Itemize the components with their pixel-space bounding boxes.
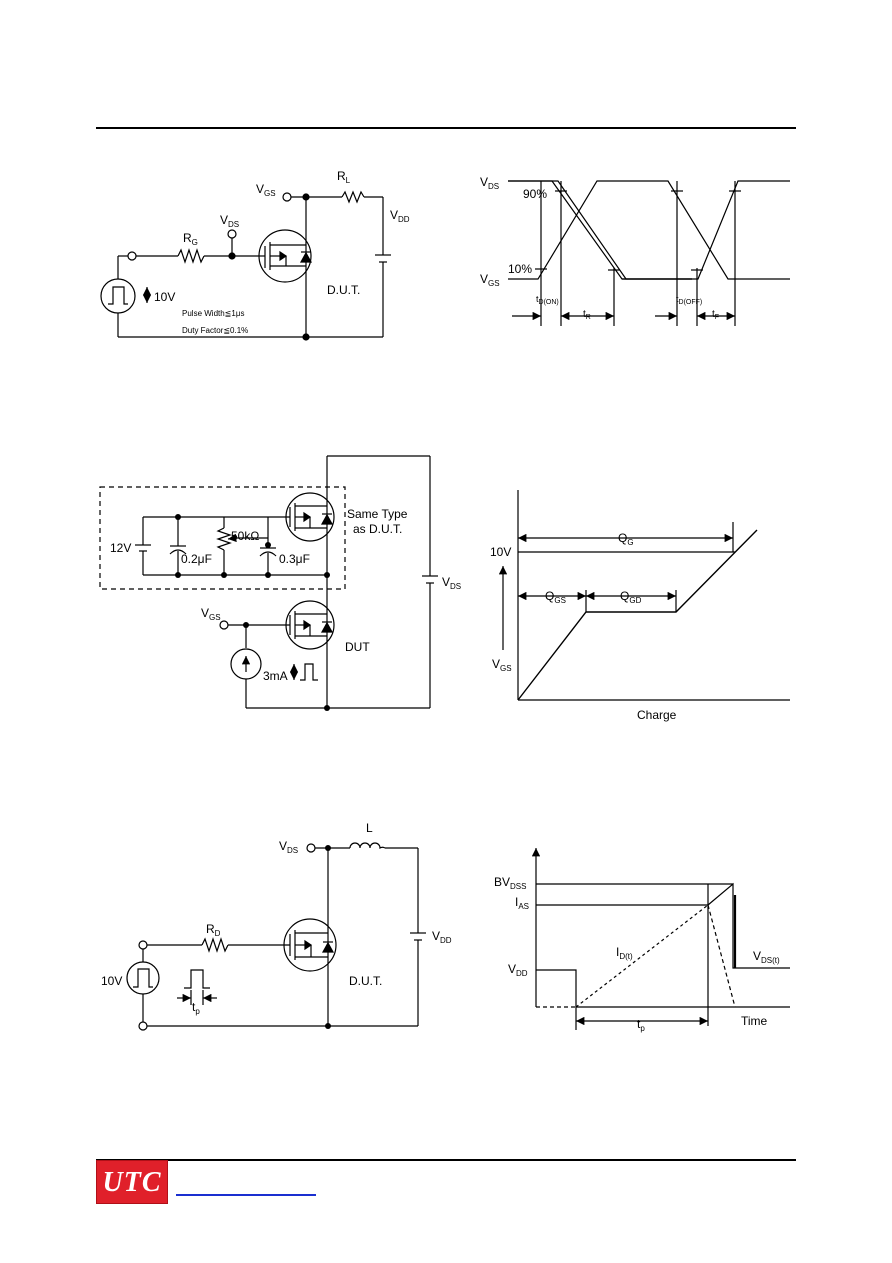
fig6-ias-label: IAS <box>515 895 529 911</box>
gate-charge-waveform-labels: 10V QG QGS QGD VGS Charge <box>490 531 677 722</box>
fig4-qg-label: QG <box>618 531 634 547</box>
uis-waveforms <box>531 848 790 1030</box>
utc-logo: UTC <box>96 1160 168 1204</box>
switching-waveform-labels: VDS 90% 10% VGS tD(ON) tR tD(OFF) tF <box>480 175 719 321</box>
uis-circuit-labels: L VDS RD VDD 10V D.U.T. tp <box>101 821 452 1016</box>
uis-waveform-labels: BVDSS IAS ID(t) VDD VDS(t) tp Time <box>494 875 780 1033</box>
fig1-rl-label: RL <box>337 169 351 185</box>
fig2-vgs-label: VGS <box>480 272 500 288</box>
fig3-3ma-label: 3mA <box>263 669 288 683</box>
fig6-time-label: Time <box>741 1014 768 1028</box>
fig1-vds-label: VDS <box>220 213 239 229</box>
fig3-dut-label: DUT <box>345 640 370 654</box>
fig3-0-3uf-label: 0.3μF <box>279 552 310 566</box>
fig2-10-percent: 10% <box>508 262 532 276</box>
fig6-bvdss-label: BVDSS <box>494 875 526 891</box>
fig6-vdd-label: VDD <box>508 962 528 978</box>
fig6-tp-label: tp <box>637 1017 645 1033</box>
fig3-vgs-label: VGS <box>201 606 221 622</box>
fig5-dut-label: D.U.T. <box>349 974 382 988</box>
fig6-id-label: ID(t) <box>616 945 633 961</box>
fig2-90-percent: 90% <box>523 187 547 201</box>
fig2-td-on-label: tD(ON) <box>536 294 559 306</box>
fig2-tf-label: tF <box>712 309 719 321</box>
fig5-rd-label: RD <box>206 922 221 938</box>
fig3-0-2uf-label: 0.2μF <box>181 552 212 566</box>
fig4-vgs-label: VGS <box>492 657 512 673</box>
fig3-vds-label: VDS <box>442 575 461 591</box>
fig1-vdd-label: VDD <box>390 208 410 224</box>
fig1-rg-label: RG <box>183 231 198 247</box>
switching-test-labels: VGS RL VDS RG VDD 10V D.U.T. Pulse Width… <box>154 169 410 335</box>
fig1-pulse-amplitude: 10V <box>154 290 175 304</box>
fig5-vds-label: VDS <box>279 839 298 855</box>
fig4-10v-label: 10V <box>490 545 511 559</box>
fig4-qgd-label: QGD <box>620 589 642 605</box>
fig3-50k-label: 50kΩ <box>231 529 259 543</box>
switching-waveforms <box>508 180 790 326</box>
fig5-10v-label: 10V <box>101 974 122 988</box>
fig1-duty-factor: Duty Factor≦0.1% <box>182 326 248 335</box>
fig3-same-type: Same Type <box>347 507 408 521</box>
fig3-as-dut: as D.U.T. <box>353 522 402 536</box>
fig2-tr-label: tR <box>583 309 591 321</box>
fig1-vgs-label: VGS <box>256 182 276 198</box>
header-rule <box>96 127 796 129</box>
uis-test-circuit <box>126 842 426 1031</box>
gate-charge-waveform <box>498 490 790 701</box>
fig1-dut-label: D.U.T. <box>327 283 360 297</box>
fig3-12v-label: 12V <box>110 541 131 555</box>
fig5-inductor-label: L <box>366 821 373 835</box>
gate-charge-test-circuit <box>99 455 438 711</box>
fig6-vds-label: VDS(t) <box>753 949 780 965</box>
footer-rule <box>96 1159 796 1161</box>
fig4-qgs-label: QGS <box>545 589 566 605</box>
fig5-tp-label: tp <box>192 1000 200 1016</box>
switching-test-circuit <box>100 190 391 341</box>
fig4-charge-label: Charge <box>637 708 677 722</box>
fig2-vds-label: VDS <box>480 175 499 191</box>
fig2-td-off-label: tD(OFF) <box>676 294 702 306</box>
gate-charge-circuit-labels: 12V 50kΩ 0.2μF 0.3μF Same Type as D.U.T.… <box>110 507 461 683</box>
website-link-underline[interactable] <box>176 1194 316 1196</box>
fig1-pulse-width: Pulse Width≦1μs <box>182 309 244 318</box>
fig5-vdd-label: VDD <box>432 929 452 945</box>
